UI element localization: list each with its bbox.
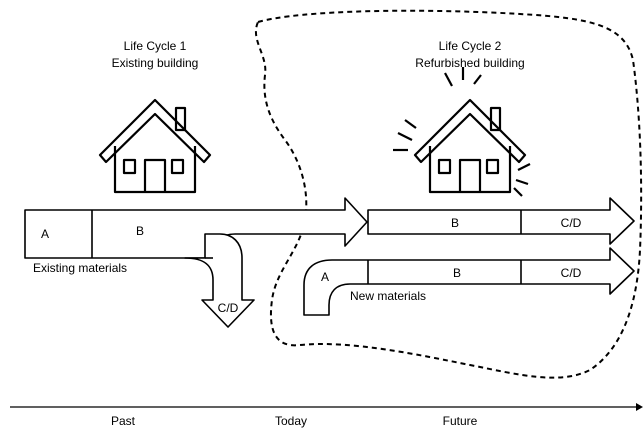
new-materials-arrow (303, 247, 635, 316)
house-refurbished-icon (413, 98, 527, 194)
stage-existing-a: A (41, 227, 49, 241)
timeline-today: Today (275, 414, 307, 428)
life-cycle-1-subtitle: Existing building (112, 56, 199, 70)
new-materials-label: New materials (350, 289, 426, 303)
timeline-past: Past (111, 414, 136, 428)
stage-new-a: A (321, 270, 329, 284)
house-existing-icon (98, 98, 212, 194)
life-cycle-2-title: Life Cycle 2 (439, 39, 502, 53)
stage-existing-b: B (136, 224, 144, 238)
existing-materials-label: Existing materials (33, 261, 127, 275)
life-cycle-1-title: Life Cycle 1 (124, 39, 187, 53)
existing-cd-arrow (184, 233, 255, 328)
timeline-future: Future (443, 414, 478, 428)
future-boundary (255, 9, 643, 379)
refurbished-arrow (367, 197, 635, 245)
stage-new-b: B (453, 266, 461, 280)
stage-new-cd: C/D (561, 266, 582, 280)
stage-refurb-cd: C/D (561, 216, 582, 230)
stage-existing-cd: C/D (218, 301, 239, 315)
stage-refurb-b: B (451, 216, 459, 230)
life-cycle-2-subtitle: Refurbished building (415, 56, 524, 70)
existing-materials-arrow (24, 197, 368, 259)
sparkle-lines-icon (393, 67, 531, 197)
timeline-arrowhead (636, 403, 643, 411)
